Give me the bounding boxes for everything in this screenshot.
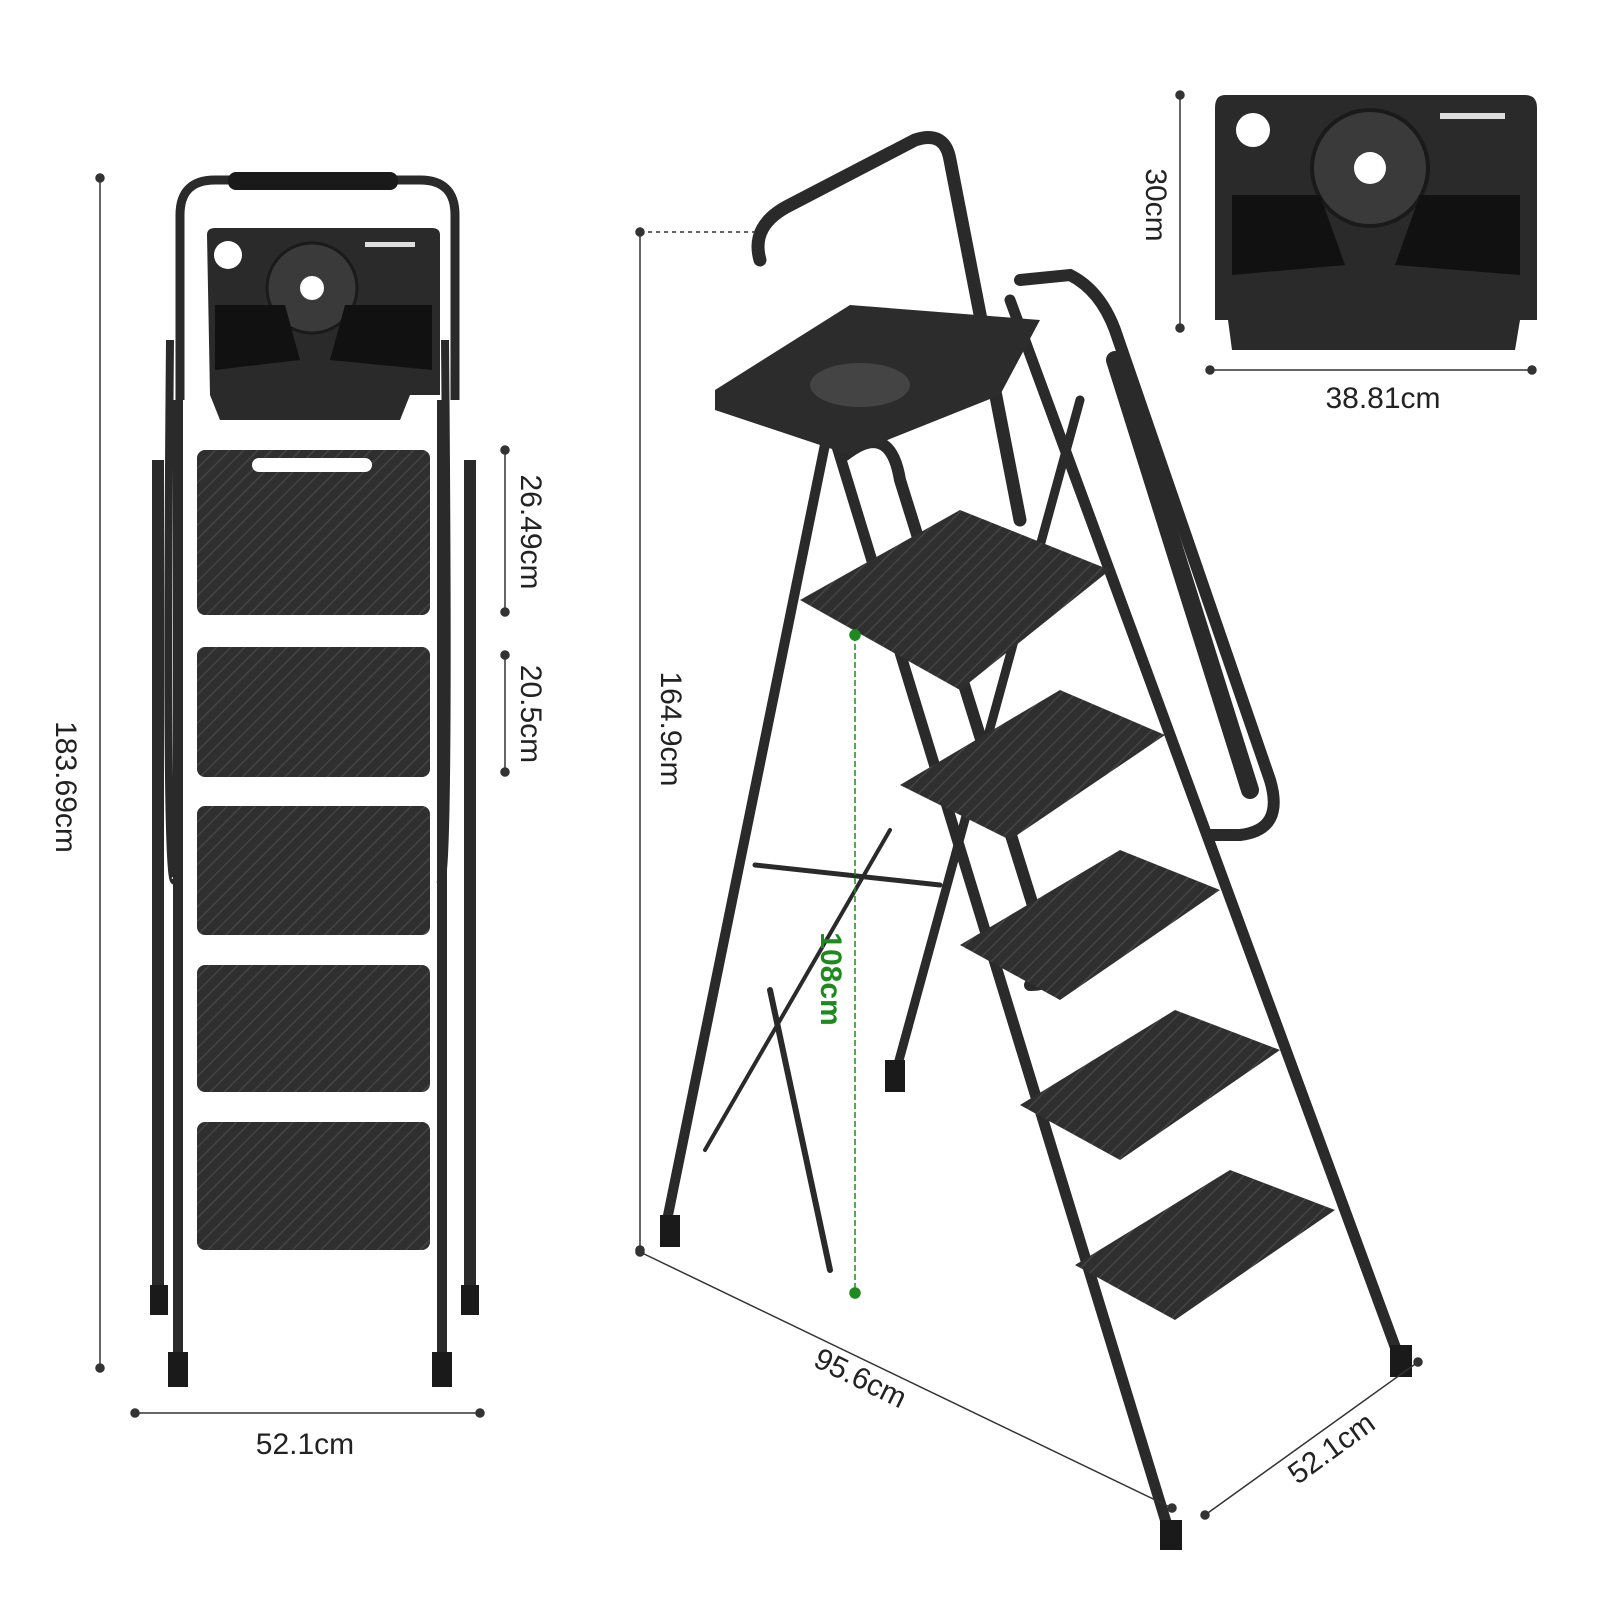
step-spacing-label: 20.5cm [514, 664, 547, 764]
side-view-platform [715, 305, 1040, 455]
front-height-label: 183.69cm [49, 721, 82, 853]
top-step-depth-label: 26.49cm [514, 474, 547, 590]
standing-height-label: 108cm [814, 932, 847, 1026]
side-view-steps [800, 510, 1335, 1320]
tray-height-label: 30cm [1139, 168, 1172, 242]
tray-detail [1215, 95, 1537, 350]
front-view-steps [197, 450, 430, 1250]
front-view-top-tray [207, 228, 440, 420]
front-view-ladder [150, 172, 479, 1387]
dimension-lines [95, 90, 1537, 1520]
front-width-label: 52.1cm [255, 1428, 355, 1461]
tray-width-label: 38.81cm [1325, 382, 1441, 415]
platform-height-label: 164.9cm [654, 671, 687, 787]
standing-height-line [849, 629, 861, 1299]
